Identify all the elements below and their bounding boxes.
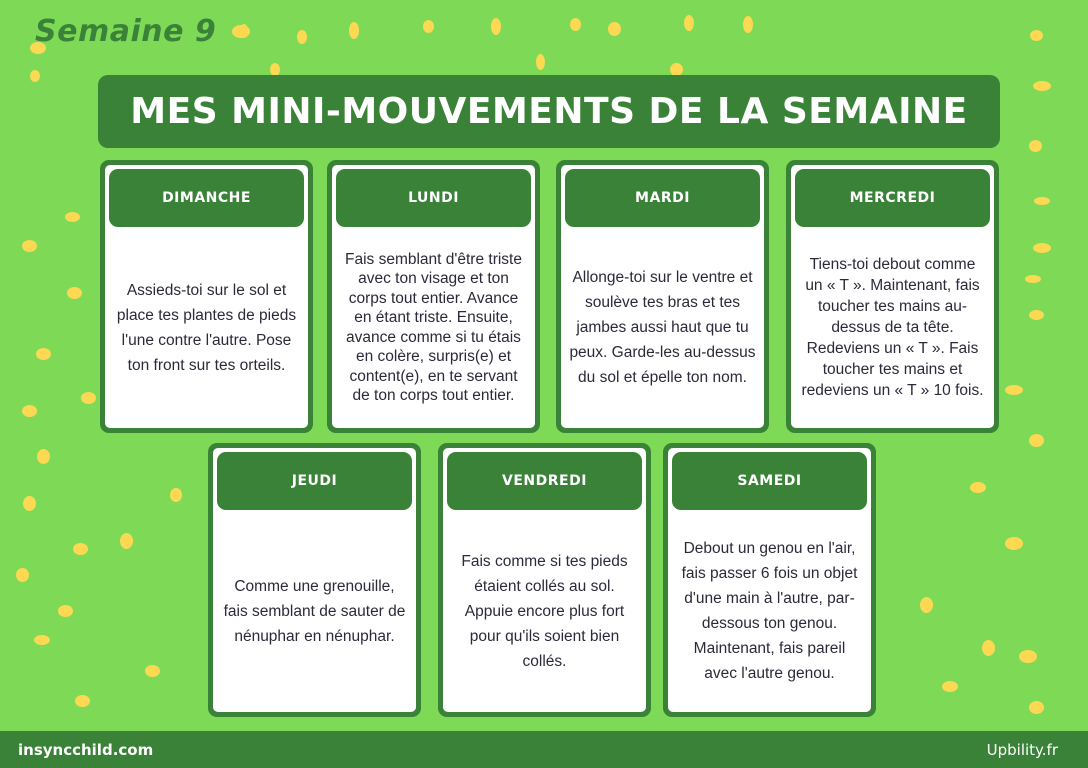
dot-decoration (1034, 197, 1050, 205)
dot-decoration (23, 496, 36, 511)
dot-decoration (240, 24, 248, 38)
dot-decoration (1029, 434, 1044, 447)
day-title: DIMANCHE (109, 169, 304, 227)
dot-decoration (1029, 140, 1042, 152)
dot-decoration (34, 635, 50, 645)
dot-decoration (297, 30, 307, 44)
day-instructions: Allonge-toi sur le ventre et soulève tes… (569, 269, 756, 386)
dot-decoration (982, 640, 995, 656)
dot-decoration (1033, 243, 1051, 253)
dot-decoration (349, 22, 359, 39)
title-banner: MES MINI-MOUVEMENTS DE LA SEMAINE (98, 75, 1000, 148)
day-card-dimanche: DIMANCHE Assieds-toi sur le sol et place… (100, 160, 313, 433)
dot-decoration (65, 212, 80, 222)
day-card-lundi: LUNDI Fais semblant d'être triste avec t… (327, 160, 540, 433)
footer-bar: insyncchild.com Upbility.fr (0, 731, 1088, 768)
day-instructions: Fais semblant d'être triste avec ton vis… (345, 250, 522, 405)
day-title: VENDREDI (447, 452, 642, 510)
dot-decoration (491, 18, 501, 35)
dot-decoration (423, 20, 434, 33)
dot-decoration (1005, 385, 1023, 395)
day-instructions: Tiens-toi debout comme un « T ». Mainten… (801, 256, 984, 399)
footer-source-link: insyncchild.com (18, 740, 154, 759)
day-title: SAMEDI (672, 452, 867, 510)
dot-decoration (608, 22, 621, 36)
dot-decoration (942, 681, 958, 692)
day-instructions: Assieds-toi sur le sol et place tes plan… (116, 281, 297, 374)
day-card-mercredi: MERCREDI Tiens-toi debout comme un « T »… (786, 160, 999, 433)
dot-decoration (30, 42, 46, 54)
dot-decoration (75, 695, 90, 707)
dot-decoration (536, 54, 545, 70)
dot-decoration (1005, 537, 1023, 550)
day-card-jeudi: JEUDI Comme une grenouille, fais semblan… (208, 443, 421, 717)
day-instructions: Fais comme si tes pieds étaient collés a… (461, 552, 628, 670)
day-instructions: Comme une grenouille, fais semblant de s… (223, 577, 406, 645)
dot-decoration (1029, 310, 1044, 320)
dot-decoration (170, 488, 182, 502)
dot-decoration (81, 392, 96, 404)
dot-decoration (1030, 30, 1043, 41)
dot-decoration (145, 665, 160, 677)
dot-decoration (58, 605, 73, 617)
dot-decoration (1029, 701, 1044, 714)
dot-decoration (1025, 275, 1041, 283)
dot-decoration (37, 449, 50, 464)
day-title: MERCREDI (795, 169, 990, 227)
dot-decoration (684, 15, 694, 31)
dot-decoration (22, 405, 37, 417)
dot-decoration (1033, 81, 1051, 91)
dot-decoration (30, 70, 40, 82)
dot-decoration (270, 63, 280, 76)
dot-decoration (16, 568, 29, 582)
week-label: Semaine 9 (35, 14, 217, 49)
dot-decoration (36, 348, 51, 360)
dot-decoration (743, 16, 753, 33)
day-title: MARDI (565, 169, 760, 227)
day-title: LUNDI (336, 169, 531, 227)
day-title: JEUDI (217, 452, 412, 510)
dot-decoration (920, 597, 933, 613)
dot-decoration (570, 18, 581, 31)
day-card-mardi: MARDI Allonge-toi sur le ventre et soulè… (556, 160, 769, 433)
day-card-samedi: SAMEDI Debout un genou en l'air, fais pa… (663, 443, 876, 717)
dot-decoration (1019, 650, 1037, 663)
dot-decoration (120, 533, 133, 549)
day-card-vendredi: VENDREDI Fais comme si tes pieds étaient… (438, 443, 651, 717)
dot-decoration (22, 240, 37, 252)
dot-decoration (670, 63, 683, 76)
day-instructions: Debout un genou en l'air, fais passer 6 … (681, 540, 858, 682)
footer-brand: Upbility.fr (986, 740, 1058, 759)
dot-decoration (67, 287, 82, 299)
page-title: MES MINI-MOUVEMENTS DE LA SEMAINE (130, 91, 968, 132)
dot-decoration (970, 482, 986, 493)
dot-decoration (73, 543, 88, 555)
